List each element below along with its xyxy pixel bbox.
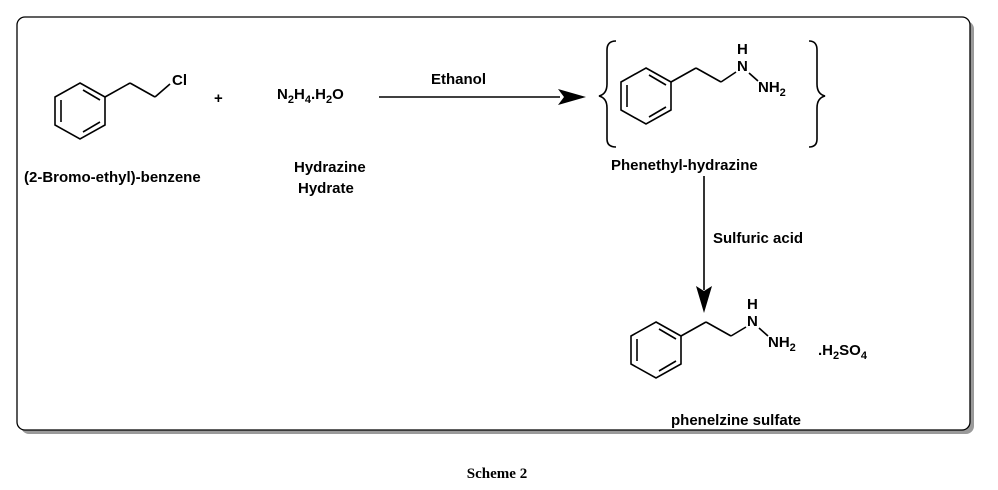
intermediate-name: Phenethyl-hydrazine [611,157,758,174]
nitrogen-h-atom: H [747,296,758,313]
hydrazine-hydrate-formula: N2H4.H2O [277,86,344,106]
reactant1-name: (2-Bromo-ethyl)-benzene [24,169,201,186]
reactant2-name-line2: Hydrate [298,180,354,197]
scheme-caption: Scheme 2 [467,466,527,482]
plus-sign: + [214,90,223,107]
step1-reagent: Ethanol [431,71,486,88]
product-structure: H N NH2 [630,296,796,379]
product-name: phenelzine sulfate [671,412,801,429]
chlorine-atom: Cl [172,72,187,89]
step2-reagent: Sulfuric acid [713,230,803,247]
right-brace [808,40,826,148]
reactant1-structure: Cl [54,72,187,140]
amine-group: NH2 [768,334,796,354]
left-brace [598,40,617,148]
arrowhead-1 [558,89,586,105]
nitrogen-atom: N [737,58,748,75]
sulfate-salt: .H2SO4 [818,342,868,362]
amine-group: NH2 [758,79,786,99]
scheme-frame [16,16,971,431]
nitrogen-atom: N [747,313,758,330]
intermediate-structure: H N NH2 [620,41,786,125]
nitrogen-h-atom: H [737,41,748,58]
arrowhead-2 [696,286,712,313]
reactant2-name-line1: Hydrazine [294,159,366,176]
